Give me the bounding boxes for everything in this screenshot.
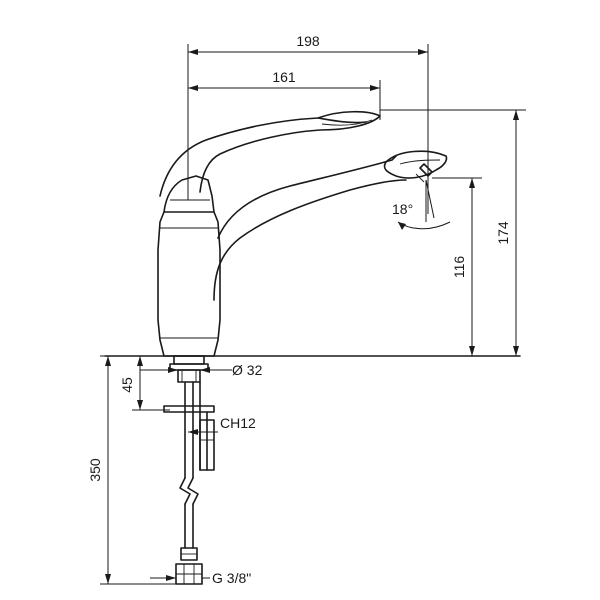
dimension-hole-diameter: Ø 32 xyxy=(140,362,263,378)
dimension-connection-thread-label: G 3/8" xyxy=(212,570,251,586)
faucet-body xyxy=(157,175,221,357)
dimension-swivel-angle: 18° xyxy=(392,179,451,230)
dimension-overall-reach: 198 xyxy=(187,33,429,214)
spout xyxy=(213,150,448,301)
dimension-wrench-size: CH12 xyxy=(188,415,256,435)
dimension-overall-height: 174 xyxy=(380,109,526,356)
dimension-deck-thickness: 45 xyxy=(119,355,170,411)
dimension-handle-reach-label: 161 xyxy=(272,69,296,85)
dimension-spout-height-label: 116 xyxy=(451,256,467,279)
base-and-mounting xyxy=(104,355,521,479)
dimension-swivel-angle-label: 18° xyxy=(392,201,413,217)
dimension-handle-reach: 161 xyxy=(188,69,381,120)
dimension-hole-diameter-label: Ø 32 xyxy=(232,362,263,378)
dimension-wrench-size-label: CH12 xyxy=(220,415,256,431)
dimension-spout-height: 116 xyxy=(432,177,482,356)
flexible-hose xyxy=(175,477,203,585)
dimension-connection-thread: G 3/8" xyxy=(150,570,251,586)
dimension-overall-height-label: 174 xyxy=(495,221,511,245)
dimension-overall-reach-label: 198 xyxy=(296,33,320,49)
dimension-deck-thickness-label: 45 xyxy=(119,377,135,393)
dimension-hose-length: 350 xyxy=(87,355,176,585)
dimension-hose-length-label: 350 xyxy=(87,458,103,482)
lever-handle xyxy=(159,110,381,197)
